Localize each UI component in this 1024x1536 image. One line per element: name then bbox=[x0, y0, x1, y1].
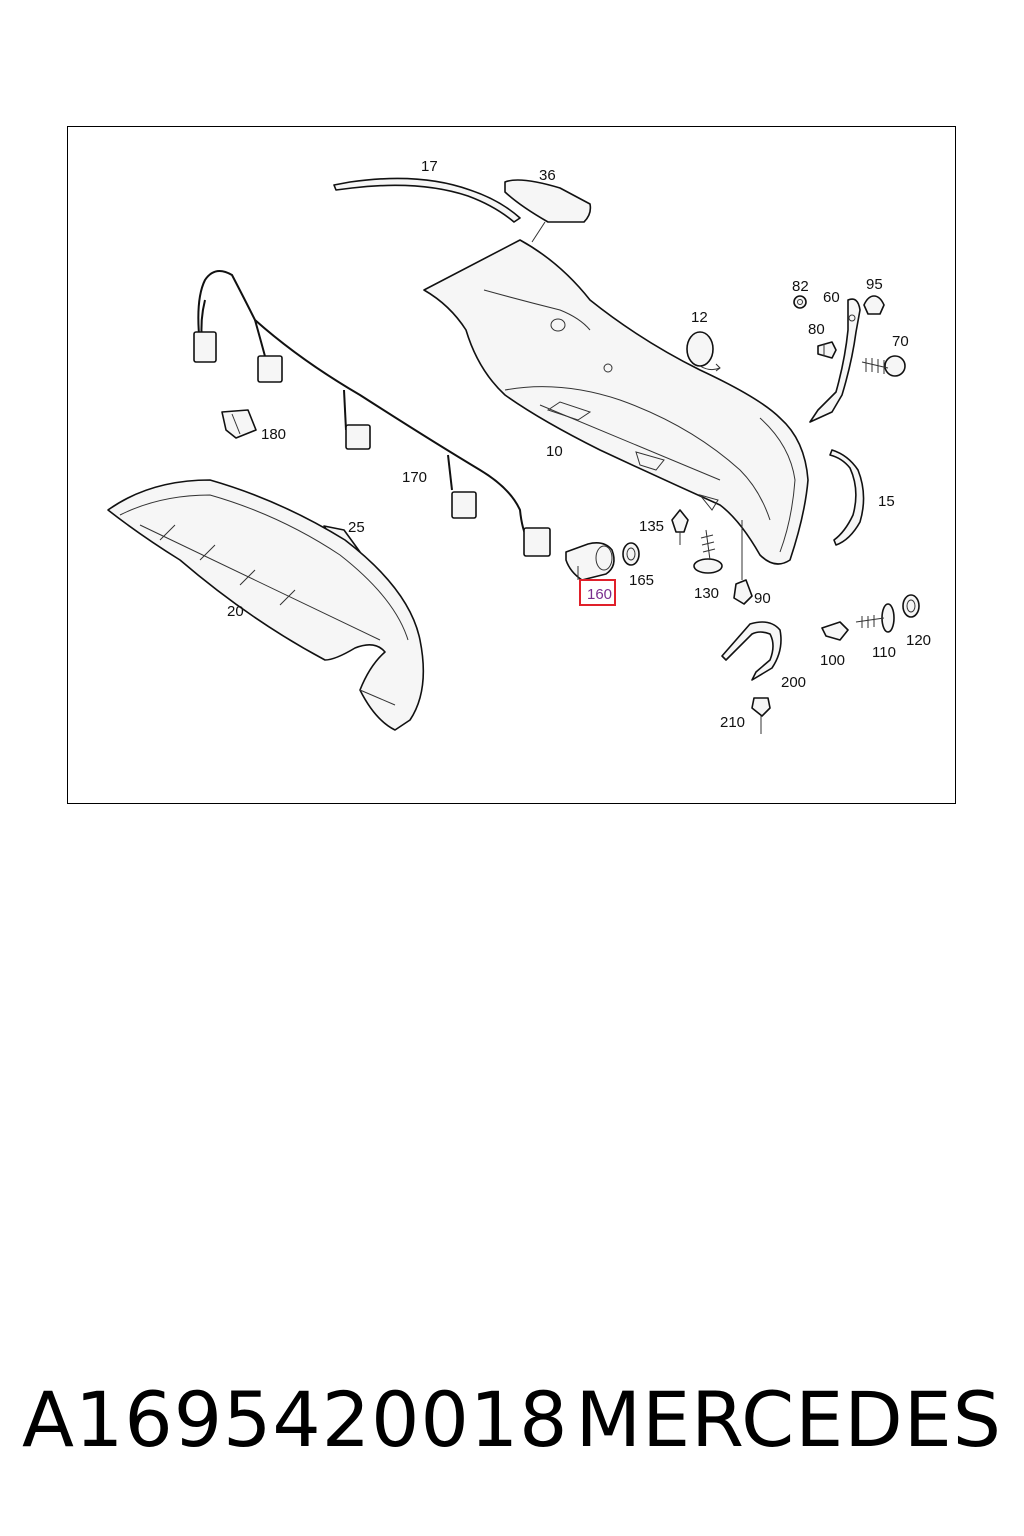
part-100-clip[interactable] bbox=[821, 621, 849, 641]
callout-20[interactable]: 20 bbox=[227, 603, 244, 620]
part-200-bracket[interactable] bbox=[721, 621, 782, 681]
part-20-diffuser[interactable] bbox=[107, 479, 425, 731]
callout-200[interactable]: 200 bbox=[781, 674, 806, 691]
part-17-trim-strip[interactable] bbox=[333, 177, 521, 223]
diagram-frame bbox=[67, 126, 956, 804]
part-110-screw[interactable] bbox=[855, 603, 895, 633]
callout-82[interactable]: 82 bbox=[792, 278, 809, 295]
callout-170[interactable]: 170 bbox=[402, 469, 427, 486]
callout-15[interactable]: 15 bbox=[878, 493, 895, 510]
callout-12[interactable]: 12 bbox=[691, 309, 708, 326]
part-160-parking-sensor[interactable] bbox=[565, 542, 615, 581]
callout-36[interactable]: 36 bbox=[539, 167, 556, 184]
highlight-box-160 bbox=[579, 579, 616, 606]
part-210-push-clip[interactable] bbox=[751, 697, 771, 734]
callout-17[interactable]: 17 bbox=[421, 158, 438, 175]
part-120-ring[interactable] bbox=[902, 594, 920, 618]
part-10-bumper-cover[interactable] bbox=[423, 239, 809, 565]
callout-135[interactable]: 135 bbox=[639, 518, 664, 535]
part-165-ring[interactable] bbox=[622, 542, 640, 566]
part-90-clip[interactable] bbox=[733, 520, 753, 605]
callout-10[interactable]: 10 bbox=[546, 443, 563, 460]
callout-70[interactable]: 70 bbox=[892, 333, 909, 350]
callout-60[interactable]: 60 bbox=[823, 289, 840, 306]
brand-name: MERCEDES bbox=[575, 1375, 1002, 1464]
part-15-trim-rod[interactable] bbox=[829, 449, 865, 546]
callout-130[interactable]: 130 bbox=[694, 585, 719, 602]
part-number: A1695420018 bbox=[22, 1375, 569, 1464]
part-12-cap[interactable] bbox=[686, 331, 721, 372]
callout-95[interactable]: 95 bbox=[866, 276, 883, 293]
part-170-wiring-harness[interactable] bbox=[193, 270, 551, 557]
part-130-screw[interactable] bbox=[693, 529, 723, 574]
callout-120[interactable]: 120 bbox=[906, 632, 931, 649]
part-70-screw[interactable] bbox=[861, 355, 906, 377]
caption-bar: A1695420018 MERCEDES bbox=[0, 1370, 1024, 1470]
callout-100[interactable]: 100 bbox=[820, 652, 845, 669]
callout-210[interactable]: 210 bbox=[720, 714, 745, 731]
part-36-cover-panel[interactable] bbox=[504, 179, 592, 243]
callout-160[interactable]: 160 bbox=[587, 586, 612, 603]
part-135-clip[interactable] bbox=[671, 509, 689, 545]
part-95-grommet[interactable] bbox=[863, 295, 885, 315]
callout-80[interactable]: 80 bbox=[808, 321, 825, 338]
callout-90[interactable]: 90 bbox=[754, 590, 771, 607]
callout-180[interactable]: 180 bbox=[261, 426, 286, 443]
part-180-connector[interactable] bbox=[221, 409, 257, 439]
callout-25[interactable]: 25 bbox=[348, 519, 365, 536]
callout-165[interactable]: 165 bbox=[629, 572, 654, 589]
part-82-nut[interactable] bbox=[793, 295, 807, 309]
callout-110[interactable]: 110 bbox=[872, 644, 896, 661]
part-80-clip[interactable] bbox=[817, 341, 837, 359]
part-60-bracket[interactable] bbox=[809, 298, 861, 423]
